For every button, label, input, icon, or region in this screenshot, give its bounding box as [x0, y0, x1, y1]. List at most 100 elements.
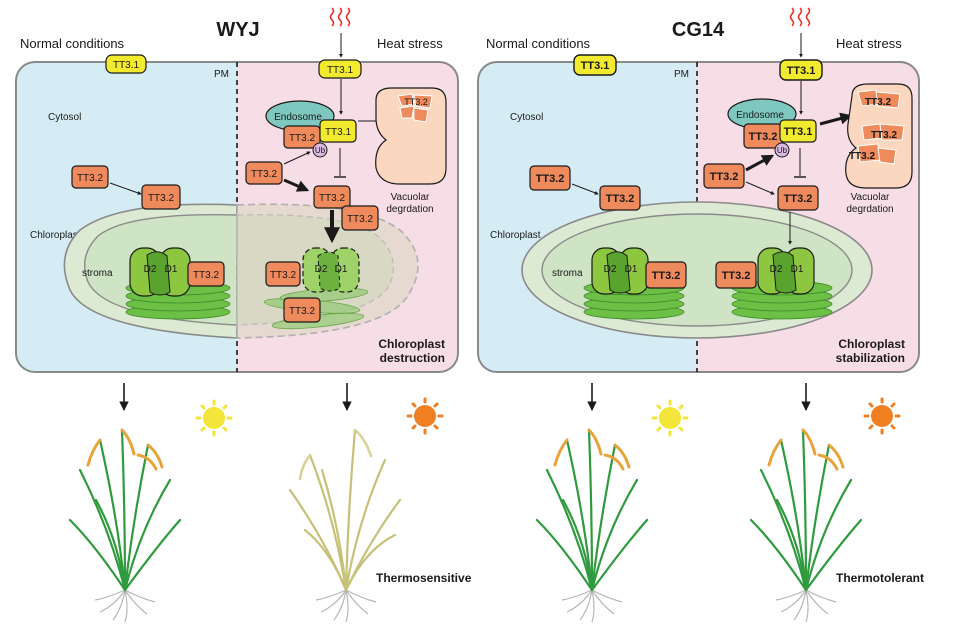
outcome-label-line2: destruction [380, 351, 445, 365]
pm-label: PM [674, 69, 689, 80]
panel-title: CG14 [672, 19, 725, 41]
tt32-protein: TT3.2 [283, 125, 321, 149]
svg-text:TT3.1: TT3.1 [325, 127, 352, 138]
chloroplast-label: Chloroplast [490, 230, 541, 241]
d1-label: D1 [335, 264, 348, 275]
outcome-label-line1: Chloroplast [838, 337, 905, 351]
svg-text:TT3.2: TT3.2 [270, 270, 297, 281]
tt32-protein: TT3.2 [529, 165, 571, 191]
svg-text:TT3.2: TT3.2 [749, 131, 778, 143]
tt32-fragments [397, 93, 433, 123]
svg-text:Ub: Ub [315, 146, 326, 155]
svg-text:TT3.2: TT3.2 [77, 173, 104, 184]
tt31-protein: TT3.1 [318, 59, 362, 79]
heat-stress-label: Heat stress [836, 36, 902, 51]
svg-text:TT3.2: TT3.2 [536, 173, 565, 185]
d2-label: D2 [770, 264, 783, 275]
plant-phenotype-label: Thermotolerant [836, 571, 924, 585]
svg-text:TT3.2: TT3.2 [784, 193, 813, 205]
svg-text:TT3.2: TT3.2 [148, 193, 175, 204]
tt31-protein: TT3.1 [779, 59, 823, 81]
endosome: Endosome [727, 98, 797, 130]
d2-label: D2 [144, 264, 157, 275]
svg-text:Ub: Ub [777, 146, 788, 155]
rice-plant-healthy [749, 428, 863, 623]
svg-text:TT3.2: TT3.2 [652, 270, 681, 282]
panel-wyj: WYJ Normal conditions Heat stress PM Cyt… [15, 7, 472, 623]
tt32-protein: TT3.2 [265, 261, 301, 287]
normal-conditions-label: Normal conditions [486, 36, 591, 51]
psii-complex: D2 D1 [591, 247, 649, 295]
tt31-protein: TT3.1 [779, 119, 817, 143]
svg-text:TT3.1: TT3.1 [327, 65, 354, 76]
vacuole: TT3.2 [375, 87, 447, 185]
sun-icon [406, 397, 444, 435]
tt32-label: TT3.2 [404, 97, 428, 107]
tt32-protein: TT3.2 [245, 161, 283, 185]
svg-text:TT3.1: TT3.1 [581, 60, 610, 72]
d1-label: D1 [165, 264, 178, 275]
heat-stress-label: Heat stress [377, 36, 443, 51]
rice-plant-healthy [68, 428, 182, 623]
svg-text:TT3.1: TT3.1 [784, 126, 813, 138]
svg-text:TT3.2: TT3.2 [606, 193, 635, 205]
sun-icon [863, 397, 901, 435]
svg-text:Endosome: Endosome [274, 112, 322, 123]
tt32-protein: TT3.2 [743, 123, 783, 149]
heat-signal-icon [329, 7, 351, 27]
tt32-protein: TT3.2 [313, 185, 351, 209]
tt32-protein: TT3.2 [187, 261, 225, 287]
psii-complex: D2 D1 [129, 247, 191, 297]
d2-label: D2 [604, 264, 617, 275]
vacuole: TT3.2 TT3.2 TT3.2 [845, 83, 913, 189]
d1-label: D1 [625, 264, 638, 275]
svg-text:TT3.2: TT3.2 [289, 133, 316, 144]
vacuolar-label-line1: Vacuolar [851, 192, 890, 203]
plant-phenotype-label: Thermosensitive [376, 571, 472, 585]
svg-text:TT3.2: TT3.2 [347, 214, 374, 225]
pm-label: PM [214, 69, 229, 80]
vacuolar-label-line2: degrdation [386, 204, 433, 215]
rice-plant-dried [288, 428, 402, 623]
svg-text:TT3.2: TT3.2 [289, 306, 316, 317]
svg-text:TT3.2: TT3.2 [193, 270, 220, 281]
heat-signal-icon [789, 7, 811, 27]
panel-cg14: CG14 Normal conditions Heat stress PM Cy… [477, 7, 924, 623]
vacuolar-label-line2: degrdation [846, 204, 893, 215]
tt32-protein: TT3.2 [341, 205, 379, 231]
cytosol-label: Cytosol [48, 112, 81, 123]
svg-text:TT3.2: TT3.2 [722, 270, 751, 282]
svg-text:TT3.1: TT3.1 [113, 60, 140, 71]
d1-label: D1 [791, 264, 804, 275]
tt32-protein: TT3.2 [599, 185, 641, 211]
svg-text:TT3.2: TT3.2 [710, 171, 739, 183]
sun-icon [651, 399, 689, 437]
tt32-label: TT3.2 [849, 151, 876, 162]
tt32-protein: TT3.2 [141, 184, 181, 210]
psii-damaged: D2 D1 [302, 247, 360, 293]
tt32-protein: TT3.2 [715, 261, 757, 289]
tt32-protein: TT3.2 [645, 261, 687, 289]
ubiquitin: Ub [312, 142, 328, 158]
tt32-protein: TT3.2 [777, 185, 819, 211]
tt32-label: TT3.2 [865, 97, 892, 108]
tt32-protein: TT3.2 [703, 163, 745, 189]
stroma-label: stroma [552, 268, 583, 279]
tt31-protein: TT3.1 [105, 54, 147, 74]
rice-plant-healthy [535, 428, 649, 623]
normal-conditions-label: Normal conditions [20, 36, 125, 51]
sun-icon [195, 399, 233, 437]
panel-title: WYJ [216, 19, 259, 41]
ubiquitin: Ub [774, 142, 790, 158]
tt32-protein: TT3.2 [283, 297, 321, 323]
psii-complex: D2 D1 [757, 247, 815, 295]
svg-text:TT3.1: TT3.1 [787, 65, 816, 77]
tt32-protein: TT3.2 [71, 165, 109, 189]
stroma-label: stroma [82, 268, 113, 279]
svg-text:TT3.2: TT3.2 [251, 169, 278, 180]
outcome-label-line2: stabilization [836, 351, 905, 365]
d2-label: D2 [315, 264, 328, 275]
tt31-protein: TT3.1 [319, 119, 357, 143]
tt32-label: TT3.2 [871, 130, 898, 141]
outcome-label-line1: Chloroplast [378, 337, 445, 351]
